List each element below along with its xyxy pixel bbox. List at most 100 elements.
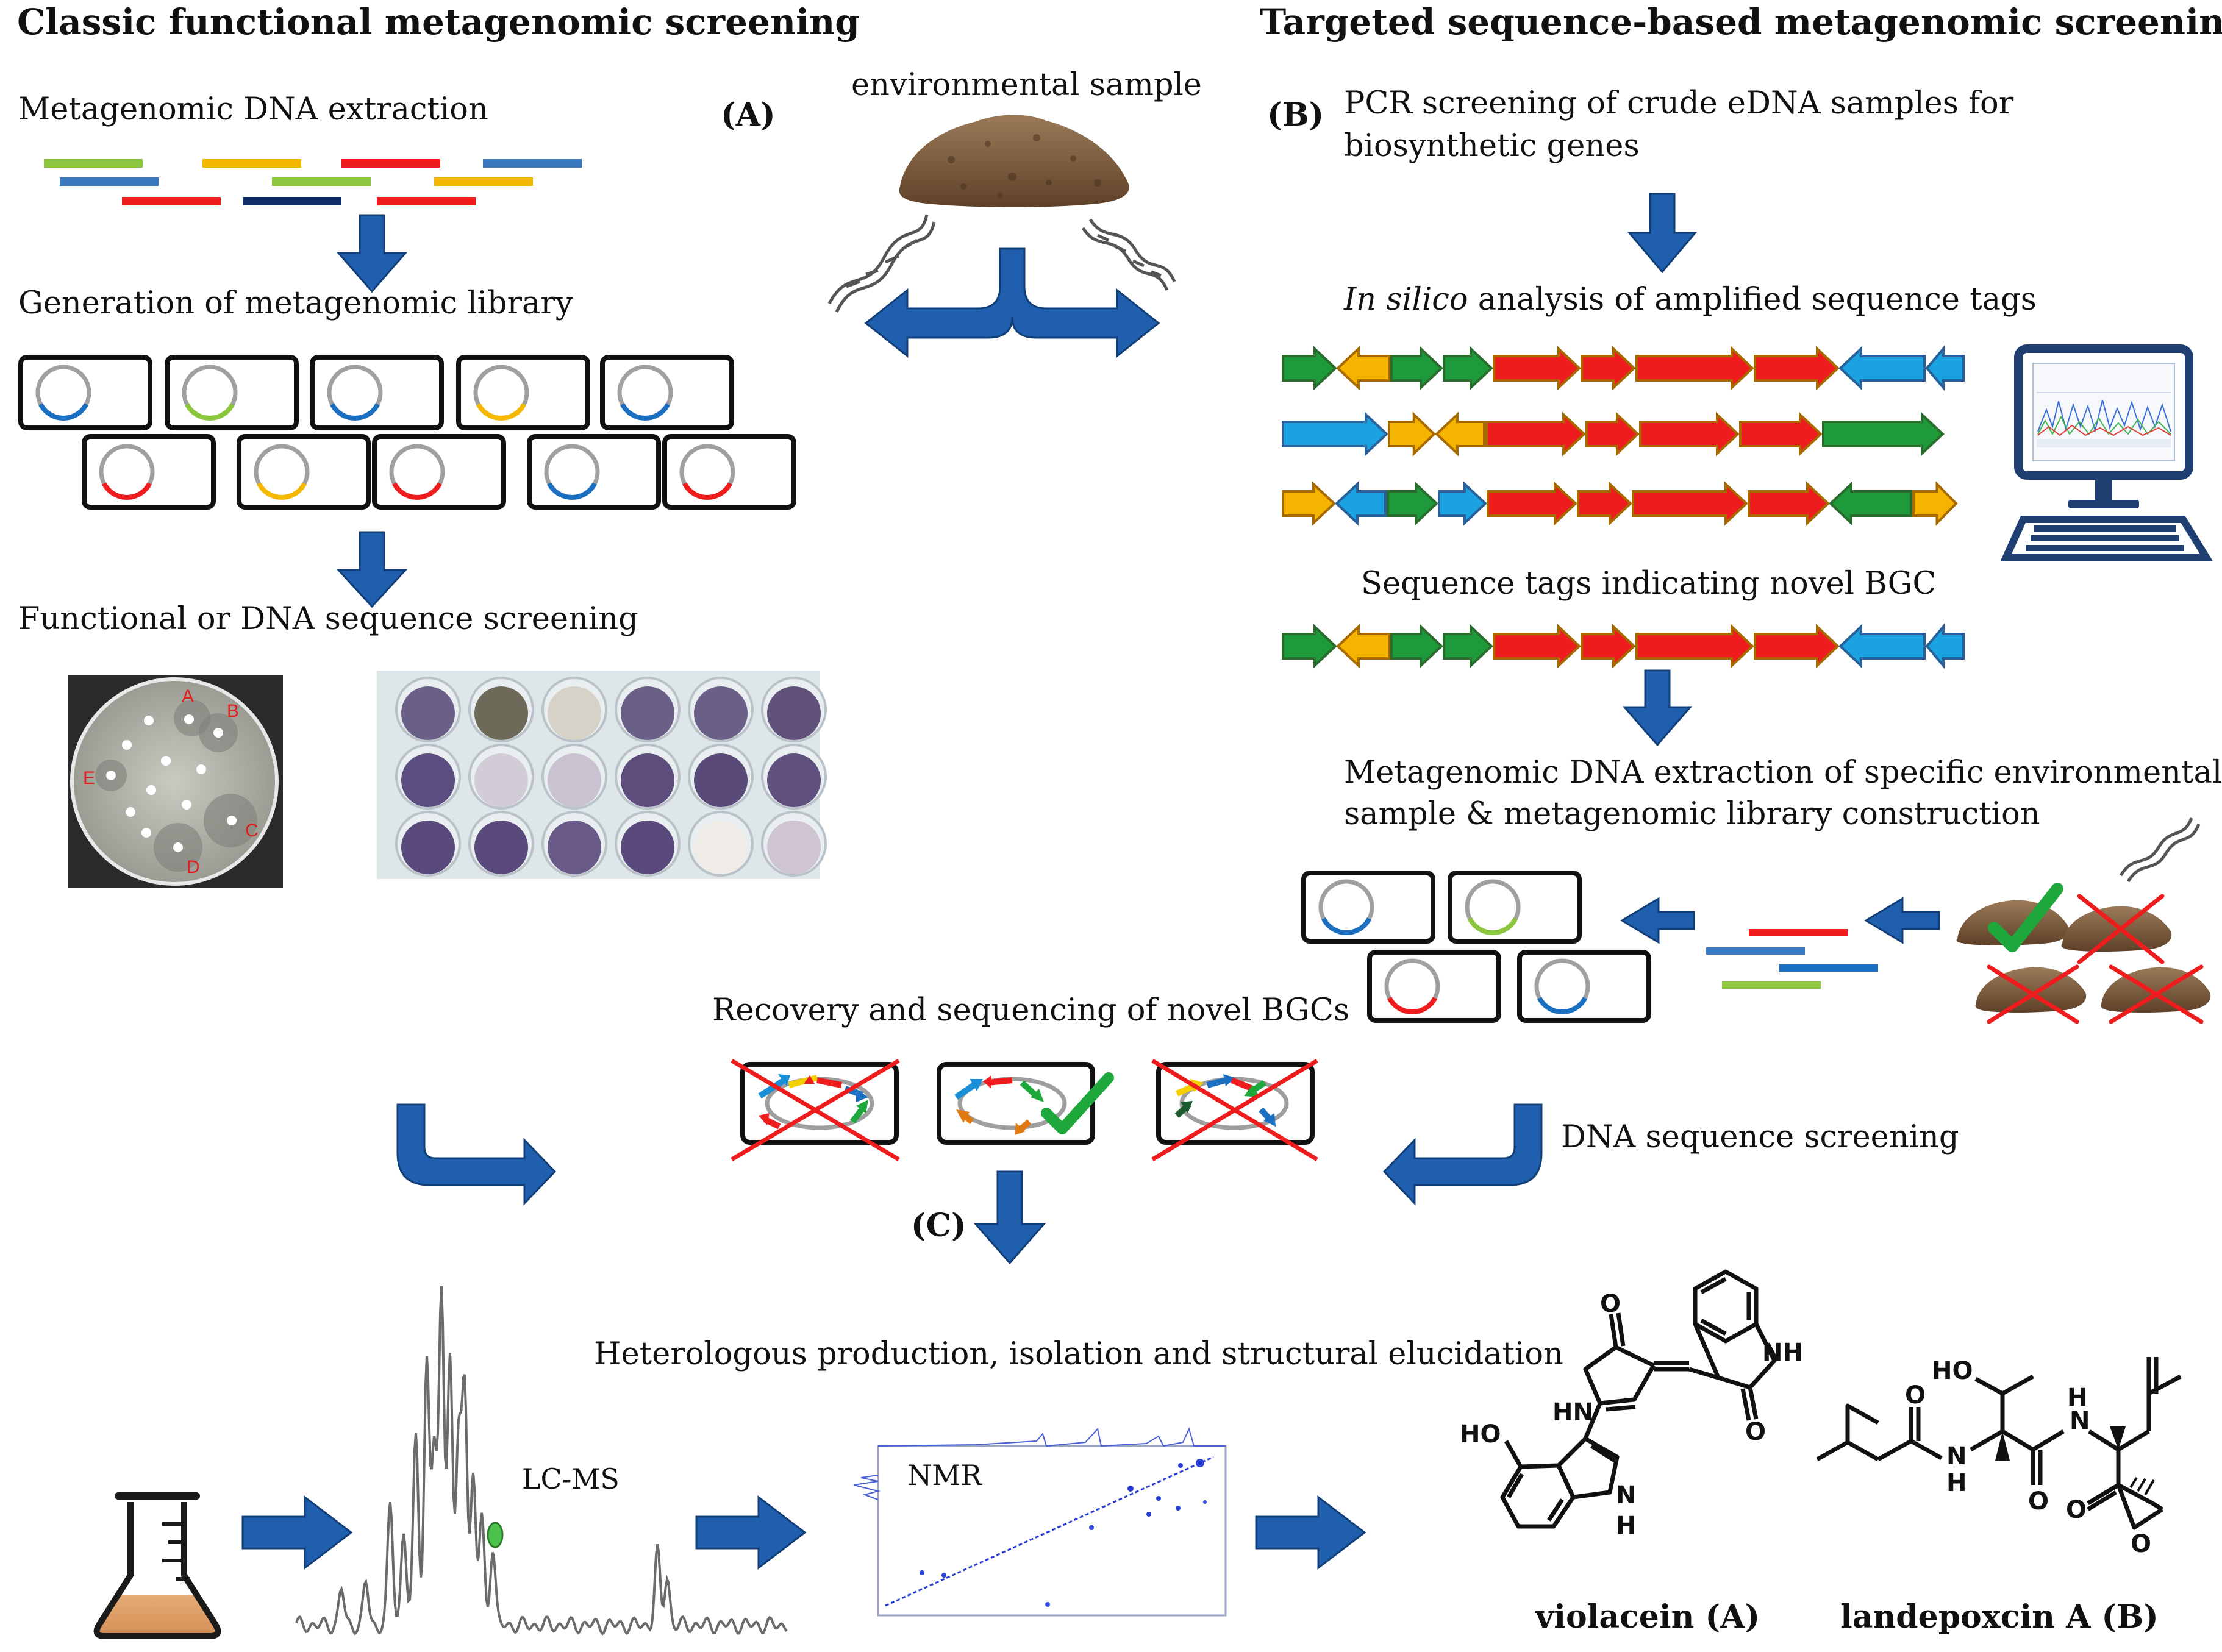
violacein-ho: HO bbox=[1460, 1420, 1501, 1448]
right-arrow-2 bbox=[695, 1495, 807, 1570]
well-content bbox=[767, 686, 821, 740]
gene-arrow bbox=[1838, 346, 1926, 391]
landepoxcin-atoms: O N H HO O N H O O bbox=[1905, 1357, 2151, 1558]
library-clone-top-4 bbox=[600, 355, 734, 430]
down-arrow-5 bbox=[973, 1170, 1046, 1265]
dna-helix-small bbox=[2119, 817, 2201, 883]
gene-arrow bbox=[1390, 624, 1443, 669]
gene-arrow bbox=[1754, 346, 1840, 391]
well-content bbox=[694, 686, 748, 740]
panel-tag-b: (B) bbox=[1267, 96, 1324, 134]
violacein-o1: O bbox=[1600, 1290, 1621, 1318]
dna-helix-right bbox=[1081, 218, 1176, 291]
plate-letter-e: E bbox=[83, 768, 95, 788]
library-clone-top-2 bbox=[310, 355, 444, 430]
plasmid-insert bbox=[330, 403, 380, 421]
gene-arrow bbox=[1435, 411, 1485, 457]
plasmid-insert bbox=[392, 482, 442, 500]
in-silico-label: In silico analysis of amplified sequence… bbox=[1343, 282, 2037, 318]
clone-box bbox=[456, 355, 590, 430]
plasmid-insert bbox=[1537, 997, 1587, 1014]
gene-arrow bbox=[1443, 624, 1493, 669]
plate-letter-d: D bbox=[187, 857, 200, 877]
violacein-h: H bbox=[1616, 1512, 1636, 1540]
well-content bbox=[694, 753, 748, 807]
violacein-structure bbox=[1500, 1269, 1777, 1529]
right-arrow-1 bbox=[241, 1495, 353, 1570]
gene-arrow bbox=[1912, 481, 1958, 526]
soil-samples-selection bbox=[1956, 883, 2211, 1024]
gene-arrow bbox=[1336, 624, 1390, 669]
violacein-nh1: NH bbox=[1762, 1339, 1803, 1367]
gene-arrow bbox=[1635, 346, 1754, 391]
down-arrow-4 bbox=[1622, 669, 1693, 747]
gene-arrow bbox=[1493, 624, 1581, 669]
gene-arrow bbox=[1282, 624, 1337, 669]
computer-icon bbox=[2000, 344, 2213, 561]
right-heading: Targeted sequence-based metagenomic scre… bbox=[1260, 1, 2222, 43]
violacein-n: N bbox=[1616, 1481, 1636, 1509]
well-content bbox=[474, 821, 528, 874]
plasmid-insert bbox=[1387, 997, 1437, 1014]
landepoxcin-h1: H bbox=[1946, 1469, 1967, 1497]
lcms-trace-line bbox=[295, 1286, 788, 1636]
gene-arrow bbox=[1739, 411, 1823, 457]
clone-box bbox=[310, 355, 444, 430]
violacein-hn: HN bbox=[1552, 1398, 1593, 1426]
plasmid-insert bbox=[1321, 917, 1371, 935]
dna-helix-left bbox=[827, 214, 936, 313]
gene-arrow bbox=[1485, 411, 1586, 457]
in-silico-italic: In silico bbox=[1343, 282, 1468, 318]
landepoxcin-ho: HO bbox=[1932, 1357, 1973, 1385]
well-content bbox=[621, 821, 674, 874]
gene-arrow bbox=[1387, 481, 1438, 526]
well-content bbox=[767, 753, 821, 807]
plasmid-insert bbox=[102, 482, 152, 500]
recovery-label: Recovery and sequencing of novel BGCs bbox=[712, 992, 1349, 1028]
clone-box bbox=[1301, 871, 1435, 944]
library-clone-bottom-0 bbox=[82, 434, 216, 510]
gene-row-3 bbox=[1282, 481, 1958, 526]
gene-arrow bbox=[1282, 411, 1388, 457]
well-content bbox=[548, 686, 601, 740]
well-content bbox=[767, 821, 821, 874]
library-clone-bottom-1 bbox=[237, 434, 371, 510]
gene-arrow bbox=[1925, 345, 1965, 391]
library-clone-top-1 bbox=[165, 355, 299, 430]
landepoxcin-o4: O bbox=[2131, 1530, 2151, 1558]
targeted-clone-1 bbox=[1448, 871, 1582, 944]
clone-box bbox=[82, 434, 216, 510]
lcms-label: LC-MS bbox=[522, 1462, 620, 1495]
clone-box bbox=[237, 434, 371, 510]
gene-row-2 bbox=[1282, 411, 1945, 457]
gene-arrow bbox=[1581, 624, 1636, 669]
production-label: Heterologous production, isolation and s… bbox=[594, 1336, 1563, 1372]
clone-box bbox=[527, 434, 661, 510]
curved-arrow-left bbox=[396, 1103, 557, 1206]
plasmid-insert bbox=[682, 482, 732, 500]
gene-clusters bbox=[1282, 345, 1965, 669]
gene-arrow bbox=[1581, 346, 1636, 391]
well-content bbox=[474, 686, 528, 740]
landepoxcin-o1: O bbox=[1905, 1381, 1926, 1409]
lcms-target-peak-marker bbox=[487, 1522, 504, 1548]
gene-row-1 bbox=[1282, 345, 1965, 391]
culture-flask-icon bbox=[93, 1492, 221, 1639]
violacein-caption: violacein (A) bbox=[1535, 1598, 1760, 1636]
targeted-clone-0 bbox=[1301, 871, 1435, 944]
targeted-clone-3 bbox=[1517, 950, 1651, 1023]
gene-arrow bbox=[1493, 346, 1581, 391]
library-clone-bottom-3 bbox=[527, 434, 661, 510]
plate-letter-b: B bbox=[227, 701, 239, 721]
pcr-screening-line1: PCR screening of crude eDNA samples for bbox=[1344, 85, 2014, 121]
right-arrow-3 bbox=[1255, 1495, 1366, 1570]
well-content bbox=[474, 753, 528, 807]
clone-box bbox=[372, 434, 506, 510]
gene-row-selected bbox=[1282, 623, 1965, 669]
clone-box bbox=[18, 355, 152, 430]
well-content bbox=[548, 753, 601, 807]
soil-sample bbox=[899, 115, 1129, 207]
library-clone-bottom-4 bbox=[662, 434, 796, 510]
plasmid-insert bbox=[547, 482, 597, 500]
